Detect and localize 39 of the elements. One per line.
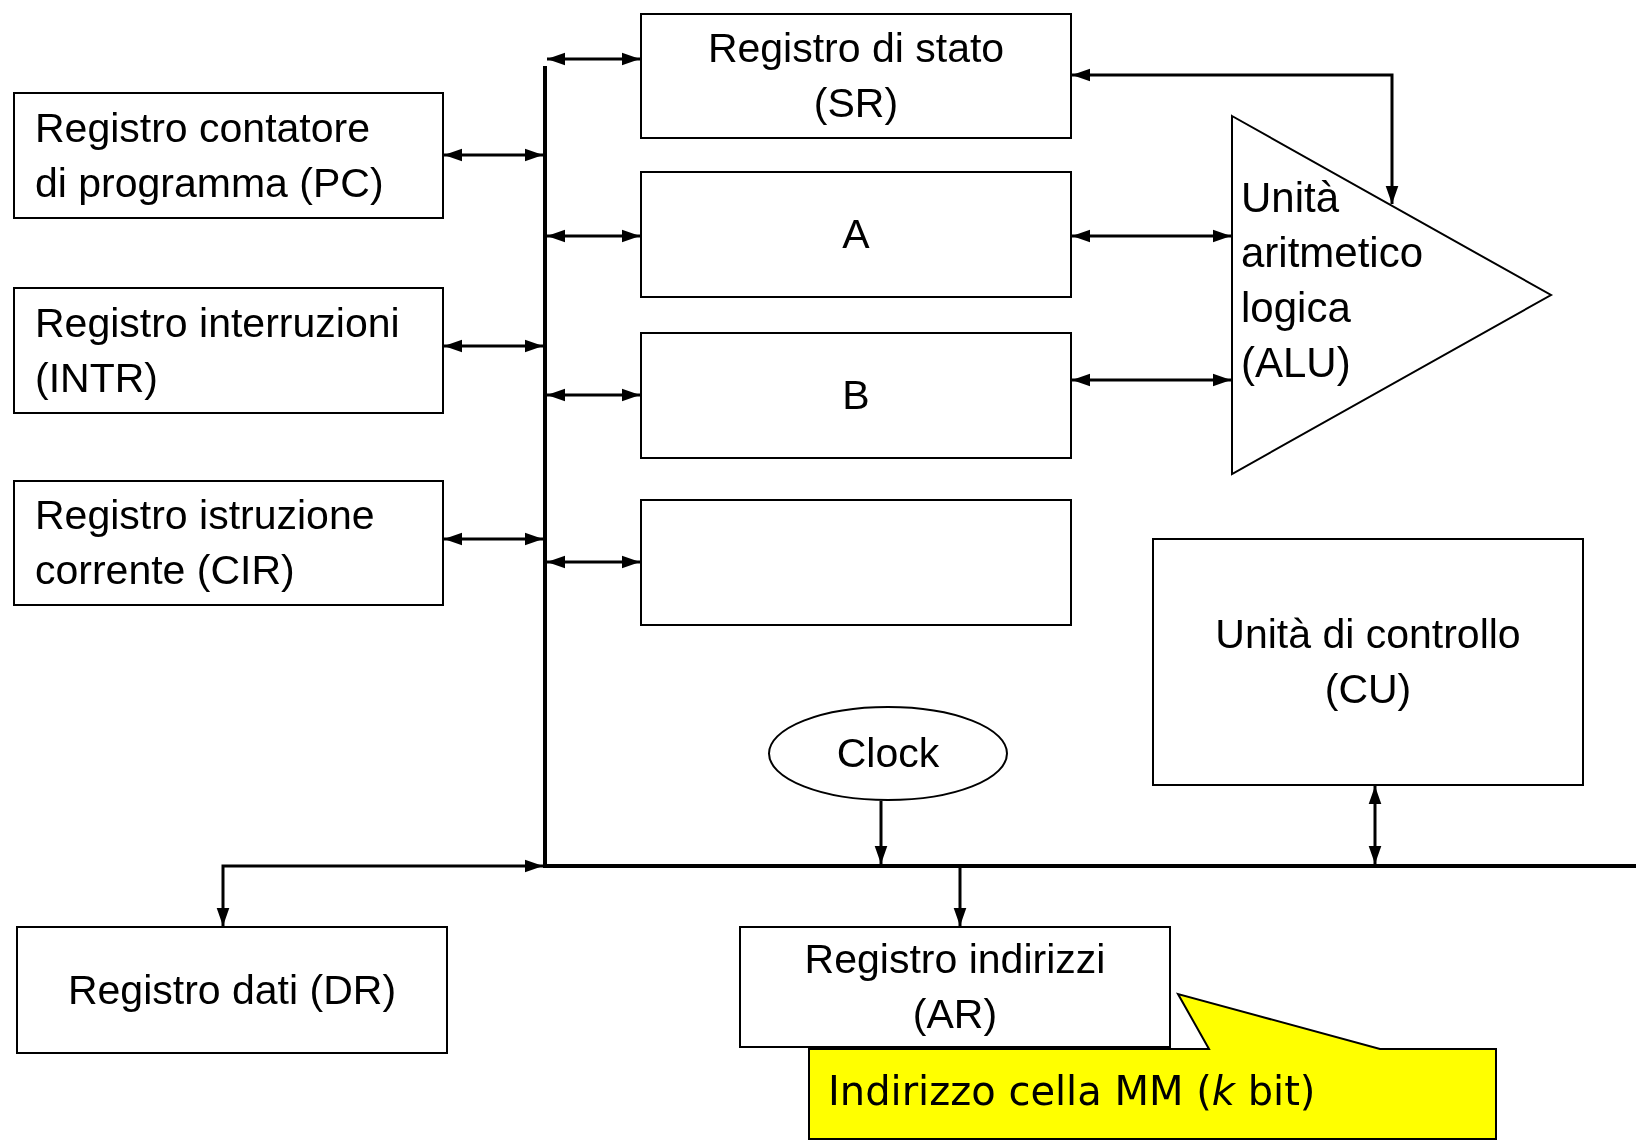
control-unit-box [1152,538,1584,786]
register-box [13,480,444,606]
arrow [874,801,888,864]
register-box [13,92,444,219]
register-box [16,926,448,1054]
double-arrow [444,532,543,546]
register-box [640,499,1072,626]
register-label: Registro istruzione corrente (CIR) [35,491,376,595]
arrow [953,868,967,926]
double-arrow [216,859,543,926]
register-label: Registro contatore di programma (PC) [35,103,385,208]
double-arrow [547,555,640,569]
double-arrow [1368,786,1382,864]
double-arrow [1072,68,1399,204]
clock-ellipse [768,706,1008,801]
register-box [640,332,1072,459]
alu-triangle [1231,115,1552,475]
control-unit-label: Unità di controllo (CU) [1214,610,1522,714]
clock-label: Clock [836,729,940,778]
callout-text: Indirizzo cella MM (k bit) [828,1067,1316,1116]
double-arrow [547,388,640,402]
register-label: Registro indirizzi (AR) [803,935,1107,1039]
callout-bubble [808,993,1497,1140]
register-label: Registro dati (DR) [67,965,397,1015]
register-label: Registro di stato (SR) [706,24,1006,128]
alu-label: Unità aritmetico logica (ALU) [1241,173,1425,388]
double-arrow [1072,229,1231,243]
register-box [13,287,444,414]
register-label: A [842,210,870,259]
double-arrow [1072,373,1231,387]
register-label: Registro interruzioni (INTR) [35,298,401,403]
double-arrow [547,52,640,66]
double-arrow [444,339,543,353]
double-arrow [547,229,640,243]
register-box [640,171,1072,298]
register-box [739,926,1171,1048]
double-arrow [444,148,543,162]
register-box [640,13,1072,139]
register-label: B [842,371,870,420]
